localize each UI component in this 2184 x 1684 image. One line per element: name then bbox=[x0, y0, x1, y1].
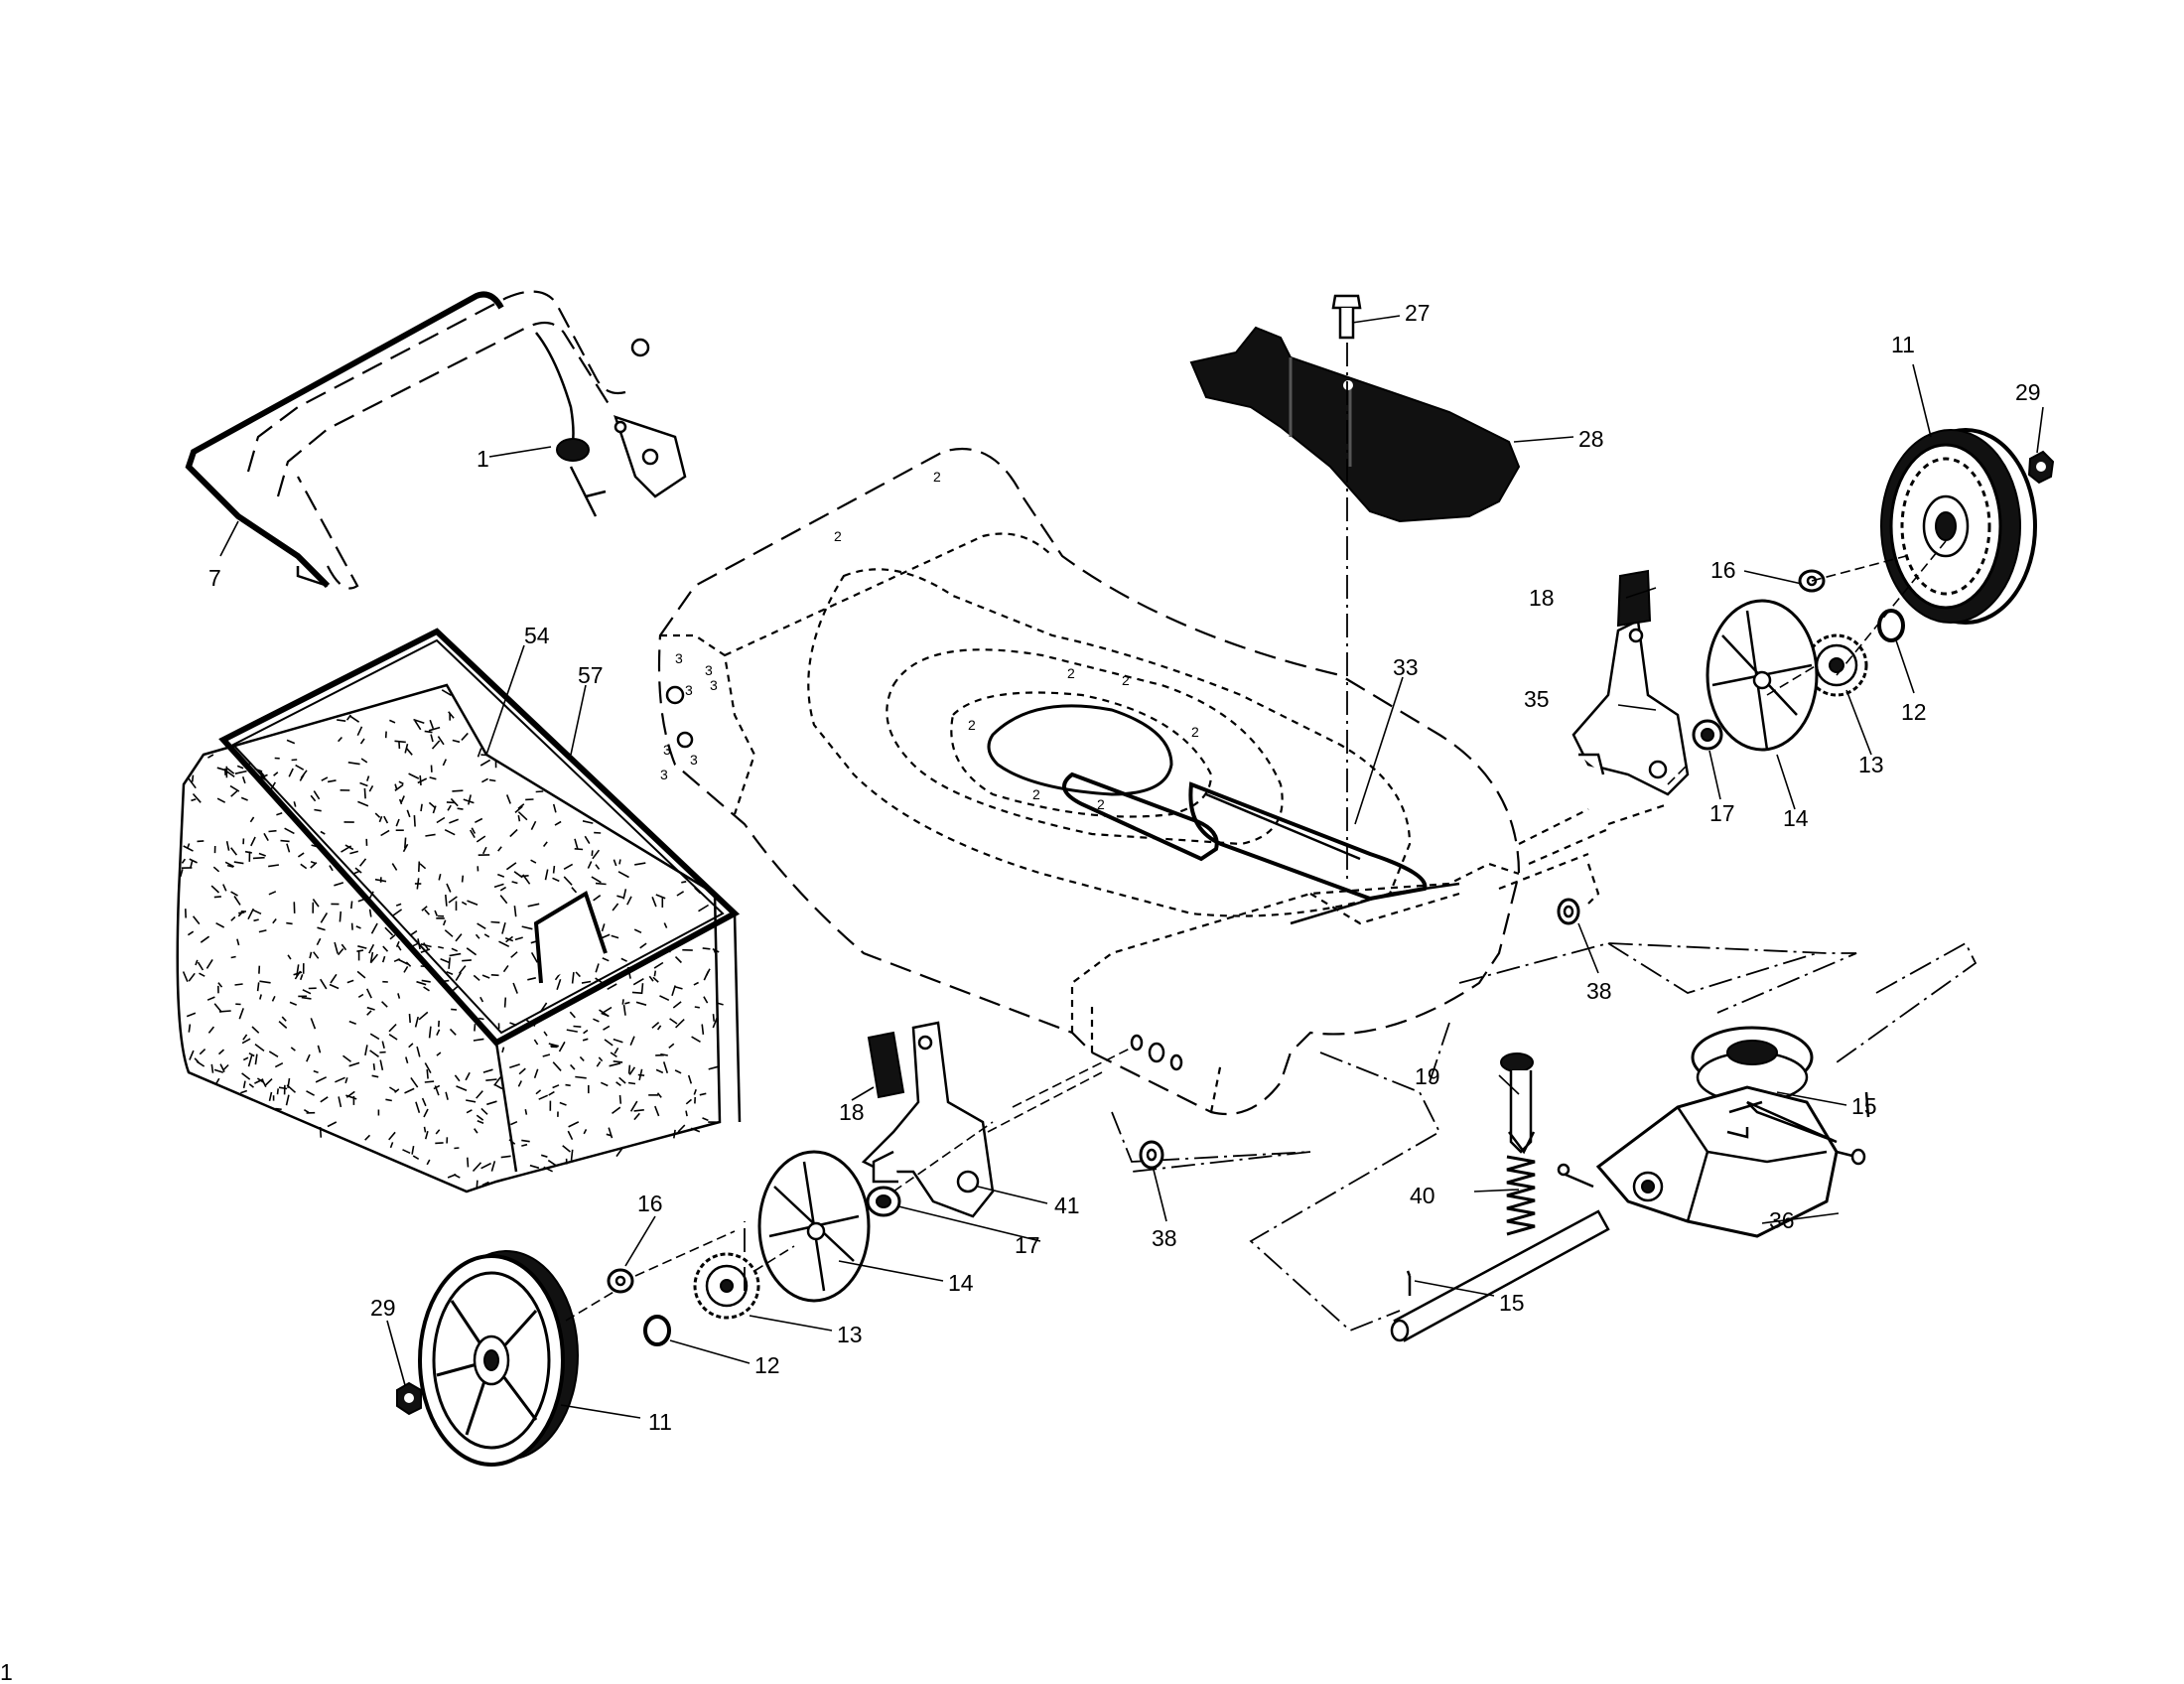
deck-mark: 3 bbox=[660, 767, 668, 782]
bolt-19 bbox=[1500, 1052, 1536, 1155]
callout-38-left: 38 bbox=[1152, 1225, 1177, 1251]
callout-11-right: 11 bbox=[1891, 332, 1915, 357]
cover-screw-27 bbox=[1331, 294, 1362, 340]
transmission-outline bbox=[1249, 941, 1978, 1333]
handle-bracket bbox=[614, 338, 687, 498]
gear-13-right bbox=[1805, 633, 1868, 697]
callout-11-left: 11 bbox=[648, 1409, 672, 1435]
deck-side-holes bbox=[665, 685, 694, 749]
mower-deck bbox=[657, 447, 1521, 1116]
deck-mark: 2 bbox=[1032, 786, 1040, 802]
grass-bag-frame-54 bbox=[218, 628, 742, 1173]
deck-mark: 3 bbox=[690, 752, 698, 768]
deck-mark: 3 bbox=[663, 742, 671, 758]
callout-16-right: 16 bbox=[1710, 557, 1736, 583]
right-axle-phantom bbox=[1498, 802, 1669, 905]
callout-18-right: 18 bbox=[1529, 585, 1555, 611]
spring-40 bbox=[1506, 1155, 1536, 1236]
callout-labels: 1 7 11 11 12 12 13 13 14 14 15 15 16 16 … bbox=[0, 300, 2041, 1684]
hub-nut-29-right bbox=[2027, 450, 2055, 485]
callout-12-left: 12 bbox=[754, 1352, 780, 1378]
hub-nut-29-left bbox=[396, 1381, 422, 1416]
axle-hardware-left bbox=[744, 1034, 1311, 1291]
nut-38-left bbox=[1139, 1140, 1164, 1170]
callout-35: 35 bbox=[1524, 686, 1550, 712]
deck-mark: 2 bbox=[834, 528, 842, 544]
callout-1: 1 bbox=[477, 446, 489, 472]
callout-13-left: 13 bbox=[837, 1322, 863, 1347]
dust-cover-14-left bbox=[757, 1150, 871, 1303]
deck-mark: 2 bbox=[933, 469, 941, 485]
wheel-11-right bbox=[1880, 428, 2037, 625]
corner-mark: 1 bbox=[0, 1659, 13, 1684]
callout-41: 41 bbox=[1054, 1193, 1080, 1218]
leader-lines bbox=[219, 315, 2044, 1419]
callout-15-left: 15 bbox=[1499, 1290, 1525, 1316]
retainer-12-left bbox=[643, 1315, 671, 1346]
dust-cover-14-right bbox=[1706, 599, 1819, 752]
callout-36: 36 bbox=[1769, 1207, 1795, 1233]
deck-mark: 2 bbox=[1122, 672, 1130, 688]
washer-16-left bbox=[607, 1268, 634, 1294]
upper-handle-phantom bbox=[246, 290, 626, 590]
callout-19: 19 bbox=[1415, 1063, 1440, 1089]
deck-mark: 2 bbox=[1097, 796, 1105, 812]
callout-14-left: 14 bbox=[948, 1270, 974, 1296]
deck-mark: 3 bbox=[675, 650, 683, 666]
gearbox-36 bbox=[1557, 1085, 1839, 1238]
callout-38-right: 38 bbox=[1586, 978, 1612, 1004]
deck-mark: 3 bbox=[685, 682, 693, 698]
belt-cover-28 bbox=[1189, 326, 1521, 523]
nut-38-right bbox=[1557, 898, 1580, 925]
deck-mark: 3 bbox=[705, 662, 713, 678]
callout-16-left: 16 bbox=[637, 1191, 663, 1216]
deck-mark: 2 bbox=[1067, 665, 1075, 681]
callout-40: 40 bbox=[1410, 1183, 1435, 1208]
callout-28: 28 bbox=[1578, 426, 1604, 452]
callout-29-left: 29 bbox=[370, 1295, 396, 1321]
callout-13-right: 13 bbox=[1858, 752, 1884, 777]
callout-57: 57 bbox=[578, 662, 604, 688]
deck-mark: 2 bbox=[968, 717, 976, 733]
callout-29-right: 29 bbox=[2015, 379, 2041, 405]
callout-33: 33 bbox=[1393, 654, 1419, 680]
axle-15 bbox=[1390, 1100, 1866, 1342]
callout-15-right: 15 bbox=[1851, 1093, 1877, 1119]
cable-clip-1 bbox=[535, 332, 607, 517]
callout-7: 7 bbox=[208, 565, 221, 591]
control-bail-7 bbox=[185, 291, 504, 589]
spacer-17-left bbox=[866, 1186, 901, 1217]
roll-pins-15 bbox=[1406, 1091, 1870, 1296]
gear-13-left bbox=[693, 1252, 760, 1320]
callout-12-right: 12 bbox=[1901, 699, 1927, 725]
drive-pulley bbox=[1691, 1026, 1814, 1104]
callout-18-left: 18 bbox=[839, 1099, 865, 1125]
callout-17-left: 17 bbox=[1015, 1232, 1040, 1258]
deck-mark: 3 bbox=[710, 677, 718, 693]
wheel-11-left bbox=[418, 1250, 579, 1467]
retainer-12-right bbox=[1877, 609, 1905, 642]
spacer-17-right bbox=[1692, 719, 1723, 751]
height-adjuster-41-left bbox=[861, 1021, 995, 1218]
height-adjuster-35-right bbox=[1571, 569, 1690, 796]
callout-54: 54 bbox=[524, 623, 550, 648]
callout-14-right: 14 bbox=[1783, 805, 1809, 831]
grass-bag-57 bbox=[176, 683, 724, 1193]
deck-mark: 2 bbox=[1191, 724, 1199, 740]
callout-27: 27 bbox=[1405, 300, 1431, 326]
callout-17-right: 17 bbox=[1709, 800, 1735, 826]
deck-marks: 2 2 2 2 2 2 2 2 3 3 3 3 3 3 3 bbox=[660, 469, 1199, 812]
